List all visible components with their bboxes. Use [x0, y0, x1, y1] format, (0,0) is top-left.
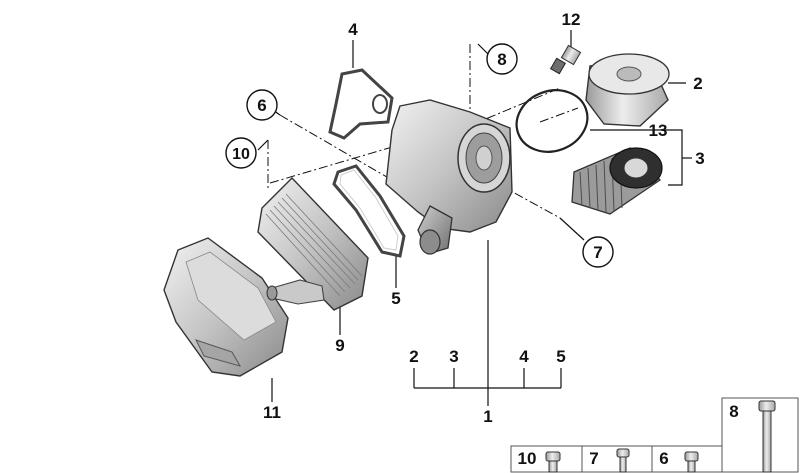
bracket-label: 3 [449, 347, 458, 366]
bracket-label: 4 [519, 347, 529, 366]
bolt-7-part [616, 448, 630, 473]
callout-2: 2 [693, 74, 702, 93]
svg-text:6: 6 [257, 96, 266, 115]
bolt-6-part [684, 451, 699, 473]
callout-5: 5 [391, 289, 400, 308]
gasket-part-5 [332, 164, 406, 258]
callout-1: 1 [483, 407, 492, 426]
oil-sensor-part [549, 44, 582, 75]
callout-10: 10 [225, 137, 257, 169]
bracket-label: 5 [556, 347, 565, 366]
oil-filter-housing-part [385, 99, 513, 255]
oil-cooler-cover-part [163, 237, 289, 377]
gasket-part-4 [328, 68, 394, 140]
hardware-panel: 8 10 7 6 [510, 397, 799, 473]
callout-6: 6 [246, 89, 278, 121]
hardware-label-10: 10 [518, 449, 537, 468]
svg-text:8: 8 [497, 50, 506, 69]
bracket-label: 2 [409, 347, 418, 366]
hardware-label-7: 7 [589, 449, 598, 468]
bolt-10-part [545, 451, 561, 473]
callout-11: 11 [263, 403, 281, 422]
callout-8: 8 [486, 43, 518, 75]
hardware-label-6: 6 [659, 449, 668, 468]
callout-12: 12 [562, 10, 581, 29]
svg-text:7: 7 [593, 243, 602, 262]
svg-text:10: 10 [232, 146, 250, 163]
o-ring-part [515, 89, 589, 153]
callout-13: 13 [649, 121, 668, 140]
hardware-label-8: 8 [729, 402, 738, 421]
oil-cooler-core-part [257, 176, 369, 311]
filter-cap-part [585, 53, 670, 127]
callout-7: 7 [582, 236, 614, 268]
callout-3: 3 [695, 149, 704, 168]
bolt-8-part [758, 400, 776, 473]
filter-element-part [571, 147, 663, 215]
callout-4: 4 [348, 20, 358, 39]
callout-9: 9 [335, 336, 344, 355]
